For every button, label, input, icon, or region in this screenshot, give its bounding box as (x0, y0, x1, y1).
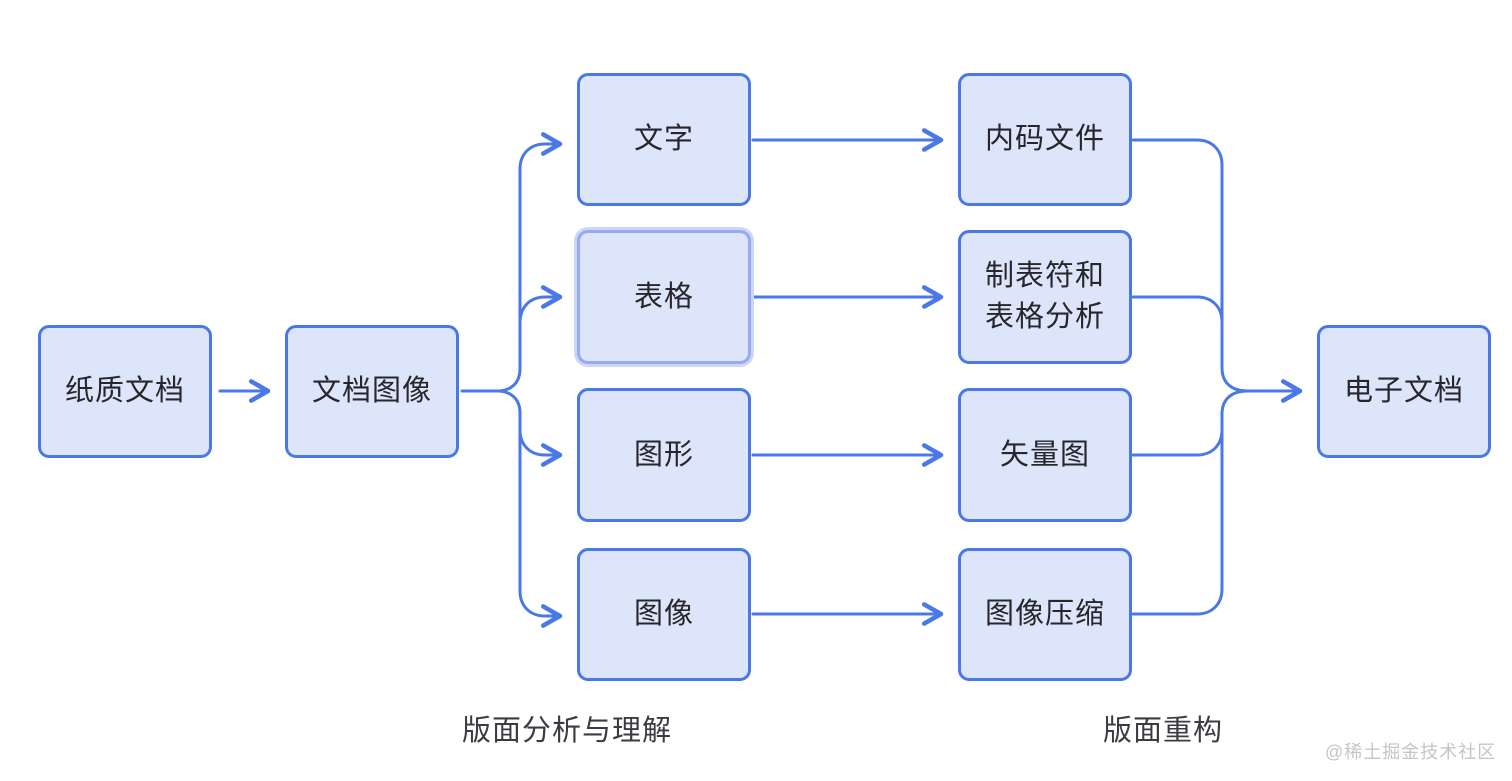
node-document-image-label: 文档图像 (311, 375, 432, 408)
node-internal-code-file-label: 内码文件 (984, 123, 1105, 156)
edge-compress-merge (1131, 389, 1249, 616)
node-paper-document[interactable]: 纸质文档 (38, 325, 212, 458)
node-image-label: 图像 (633, 598, 694, 631)
node-tab-and-table-analysis[interactable]: 制表符和 表格分析 (958, 230, 1132, 364)
edge-docimage-text (460, 132, 563, 393)
node-internal-code-file[interactable]: 内码文件 (958, 73, 1132, 206)
node-electronic-document[interactable]: 电子文档 (1317, 325, 1491, 458)
node-text-label: 文字 (633, 123, 694, 156)
stage-label-layout-analysis: 版面分析与理解 (461, 715, 672, 747)
node-image-compression[interactable]: 图像压缩 (958, 548, 1132, 681)
node-vector-graphic[interactable]: 矢量图 (958, 388, 1132, 522)
stage-label-layout-reconstruction: 版面重构 (1102, 715, 1223, 747)
edge-codefile-edoc (1131, 138, 1303, 403)
node-vector-graphic-label: 矢量图 (999, 438, 1090, 471)
node-image-compression-label: 图像压缩 (984, 598, 1105, 631)
node-table[interactable]: 表格 (577, 230, 751, 364)
node-table-label: 表格 (633, 280, 694, 313)
node-text[interactable]: 文字 (577, 73, 751, 206)
edge-docimage-image (495, 389, 563, 628)
node-graphic-label: 图形 (633, 438, 694, 471)
node-image[interactable]: 图像 (577, 548, 751, 681)
node-tab-and-table-analysis-label: 制表符和 表格分析 (984, 260, 1105, 333)
edge-vector-merge (1131, 428, 1224, 457)
node-graphic[interactable]: 图形 (577, 388, 751, 522)
watermark-text: @稀土掘金技术社区 (1325, 742, 1497, 762)
edge-docimage-graphic (518, 428, 563, 467)
edge-docimage-table (518, 285, 563, 325)
node-electronic-document-label: 电子文档 (1343, 375, 1464, 408)
node-document-image[interactable]: 文档图像 (285, 325, 459, 458)
node-paper-document-label: 纸质文档 (64, 375, 185, 408)
edge-tabtable-merge (1131, 295, 1224, 324)
